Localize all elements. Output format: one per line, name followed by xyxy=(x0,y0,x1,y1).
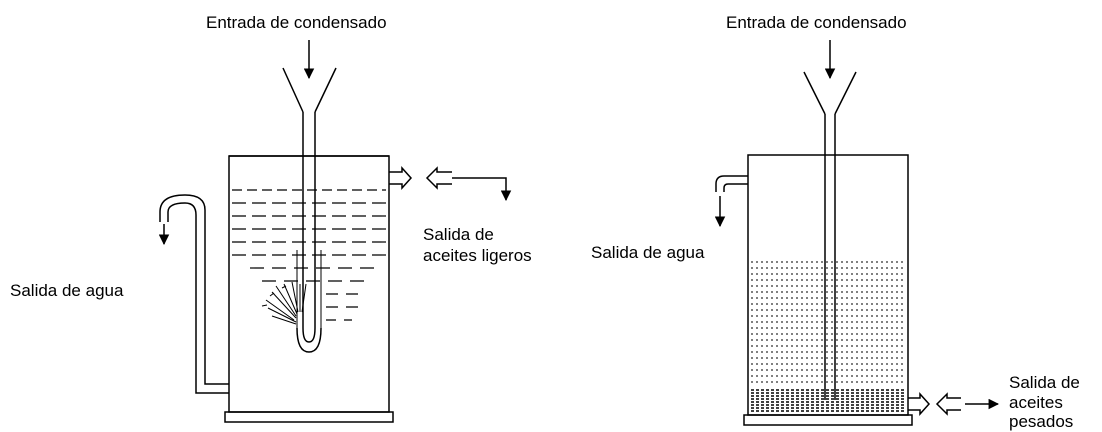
left-inlet-label: Entrada de condensado xyxy=(206,13,387,32)
left-u-tube xyxy=(296,112,322,353)
left-light-oil-outlet-label-line1: Salida de xyxy=(423,225,494,244)
right-heavy-oil-outlet-label-line3: pesados xyxy=(1009,412,1074,431)
left-tank-base xyxy=(224,411,394,423)
left-bubbles-icon xyxy=(261,281,307,325)
left-liquid-layers xyxy=(232,189,386,321)
left-oil-valve-icon xyxy=(389,166,452,190)
right-water-outlet-label: Salida de agua xyxy=(591,243,705,262)
left-separator xyxy=(158,40,512,423)
right-oil-valve-icon xyxy=(908,392,961,416)
right-liquid-layers xyxy=(751,261,905,412)
left-inlet-funnel xyxy=(282,67,337,113)
right-central-pipe xyxy=(824,114,836,400)
left-tank xyxy=(228,155,390,413)
right-inlet-label: Entrada de condensado xyxy=(726,13,907,32)
right-separator xyxy=(714,40,1000,426)
right-inlet-funnel xyxy=(803,71,857,115)
right-heavy-oil-outlet-label-line2: aceites xyxy=(1009,393,1063,412)
right-tank-base xyxy=(743,414,913,426)
right-water-outlet-pipe xyxy=(715,175,748,192)
left-oil-outlet-arrow xyxy=(452,177,512,202)
right-heavy-oil-outlet-label-line1: Salida de xyxy=(1009,373,1080,392)
left-light-oil-outlet-label-line2: aceites ligeros xyxy=(423,246,532,265)
left-water-outlet-pipe xyxy=(159,194,229,394)
left-water-outlet-label: Salida de agua xyxy=(10,281,124,300)
